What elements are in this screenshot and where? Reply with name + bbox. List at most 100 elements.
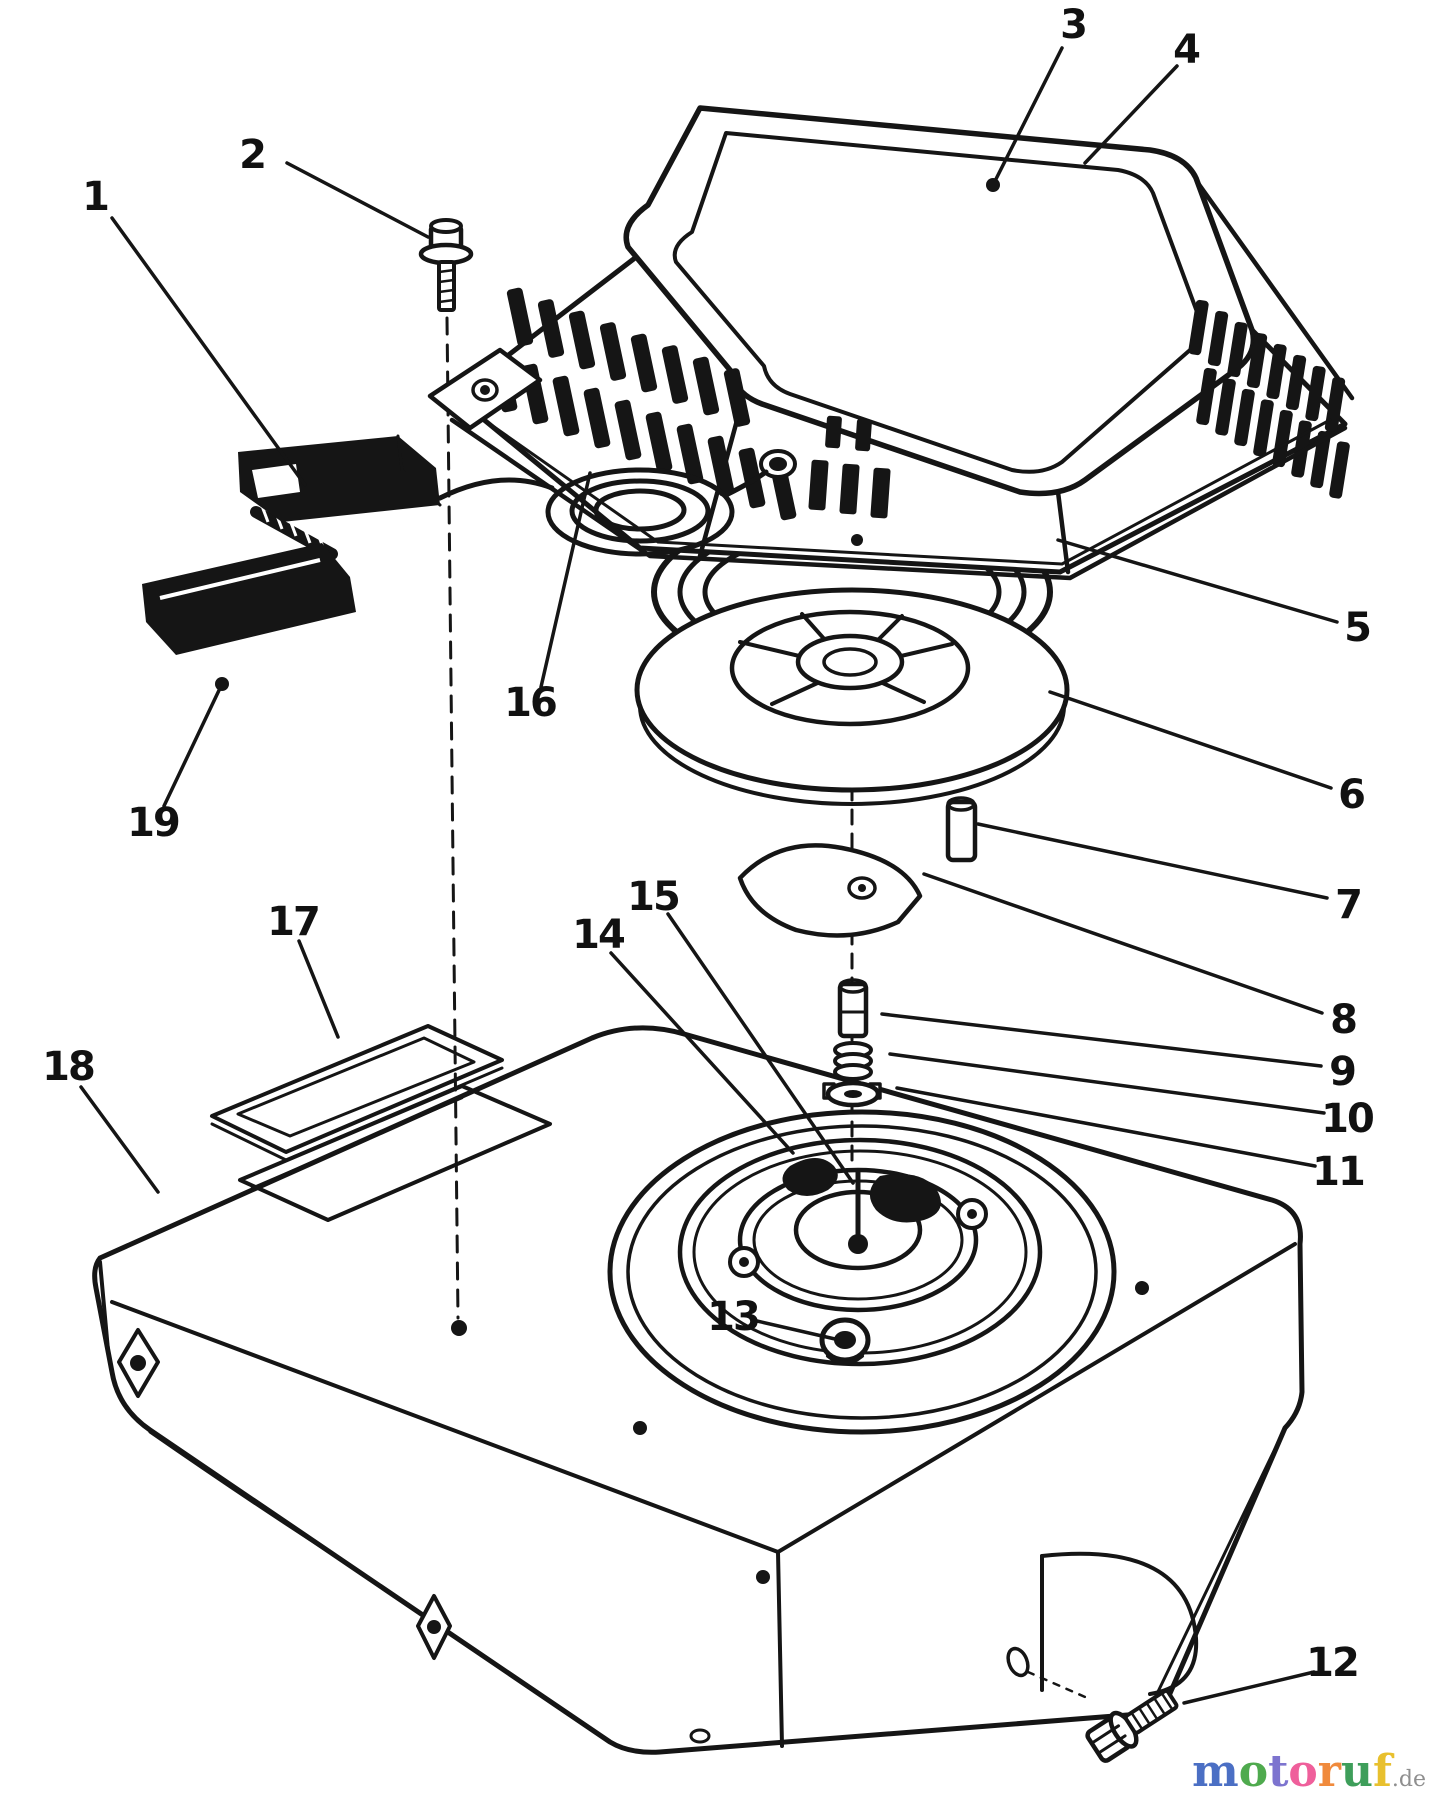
leader-line-17 (297, 939, 340, 1039)
louver-slot (568, 310, 596, 370)
leader-line-11 (895, 1086, 1317, 1168)
callout-15: 15 (627, 874, 679, 920)
callout-8: 8 (1330, 997, 1356, 1043)
watermark-letter: t (1268, 1746, 1289, 1797)
brake-arm (737, 843, 923, 938)
louver-slot (1324, 376, 1346, 433)
louver-slot (645, 411, 673, 473)
leader-line-13 (755, 1319, 837, 1341)
louver-slot (1266, 343, 1287, 400)
leader-line-18 (79, 1085, 160, 1194)
louver-slot (707, 435, 735, 497)
callout-13: 13 (707, 1294, 759, 1340)
louver-slot (583, 387, 611, 449)
watermark-letter: u (1340, 1746, 1373, 1797)
leader-line-6 (1048, 690, 1333, 790)
leader-line-4 (1083, 64, 1179, 165)
starter-handle-grip (142, 543, 356, 655)
callout-2: 2 (239, 132, 265, 178)
watermark-letter: o (1238, 1746, 1269, 1797)
watermark-letter: f (1372, 1746, 1392, 1797)
louver-slot (661, 345, 689, 404)
spacer-pin (945, 796, 978, 863)
leader-dot-19 (215, 677, 229, 691)
gasket (210, 1024, 504, 1162)
leader-line-15 (666, 912, 855, 1185)
louver-slot (630, 333, 658, 393)
louver-slot (1215, 378, 1236, 436)
louver-slot (1234, 388, 1255, 447)
housing-front-vents (808, 415, 891, 519)
housing-louver-vents (490, 287, 1350, 521)
louver-slot (692, 356, 720, 416)
louver-slot (1310, 430, 1331, 489)
callout-14: 14 (572, 912, 624, 958)
starter-clutch-assembly (728, 1158, 988, 1313)
louver-slot (1329, 441, 1350, 499)
louver-slot (1188, 299, 1209, 356)
starter-pulley (634, 587, 1070, 806)
louver-slot (599, 322, 627, 381)
louver-slot (1196, 367, 1217, 426)
starter-handle-assembly (142, 434, 442, 655)
louver-slot (1246, 332, 1268, 389)
callout-3: 3 (1060, 2, 1086, 48)
leader-line-8 (922, 872, 1324, 1015)
callout-12: 12 (1306, 1640, 1358, 1686)
watermark-letter: r (1317, 1746, 1341, 1797)
louver-slot (1285, 354, 1307, 411)
assembly-centerline-axis (445, 316, 854, 1336)
leader-line-3 (991, 46, 1064, 187)
louver-slot (614, 399, 642, 461)
leader-line-12 (1182, 1670, 1316, 1705)
louver-slot (1207, 310, 1229, 367)
louver-slot (552, 375, 580, 437)
starter-rope (437, 467, 769, 557)
leader-line-14 (609, 951, 795, 1155)
mounting-bolt-top (418, 218, 474, 312)
louver-slot (676, 423, 704, 485)
louver-slot (738, 447, 766, 509)
callout-4: 4 (1173, 27, 1199, 73)
callout-19: 19 (127, 800, 179, 846)
watermark-letter: o (1288, 1746, 1318, 1797)
callout-16: 16 (504, 680, 556, 726)
starter-housing (452, 105, 1355, 575)
callout-1: 1 (82, 174, 108, 220)
leader-line-16 (539, 471, 592, 689)
mounting-bolt-bottom (1085, 1688, 1179, 1763)
callout-11: 11 (1312, 1149, 1364, 1195)
leader-dot-3 (986, 178, 1000, 192)
callout-leader-lines (79, 46, 1339, 1705)
leader-line-10 (888, 1052, 1326, 1115)
louver-slot (1291, 420, 1312, 478)
louver-slot (1305, 365, 1326, 422)
leader-line-7 (976, 822, 1329, 900)
louver-slot (1227, 321, 1248, 378)
callout-7: 7 (1335, 882, 1361, 928)
louver-slot (537, 299, 565, 358)
callout-18: 18 (42, 1044, 94, 1090)
leader-line-2 (285, 161, 430, 239)
leader-line-9 (880, 1012, 1323, 1068)
watermark-letter: m (1192, 1746, 1239, 1797)
watermark-motoruf: motoruf.de (1192, 1750, 1426, 1794)
callout-10: 10 (1321, 1096, 1373, 1142)
callout-17: 17 (267, 899, 319, 945)
pawl-pin (837, 978, 869, 1039)
leader-line-19 (162, 682, 224, 808)
louver-slot (506, 287, 534, 347)
callout-9: 9 (1329, 1049, 1355, 1095)
leader-line-1 (110, 216, 307, 487)
rope-guide-bracket (238, 436, 440, 522)
flange-nut (819, 1317, 871, 1365)
louver-slot (723, 368, 751, 427)
callout-5: 5 (1344, 605, 1370, 651)
brake-spring (833, 1041, 873, 1081)
leader-line-5 (1056, 538, 1339, 624)
louver-slot (1272, 409, 1293, 468)
watermark-suffix: .de (1391, 1767, 1426, 1792)
